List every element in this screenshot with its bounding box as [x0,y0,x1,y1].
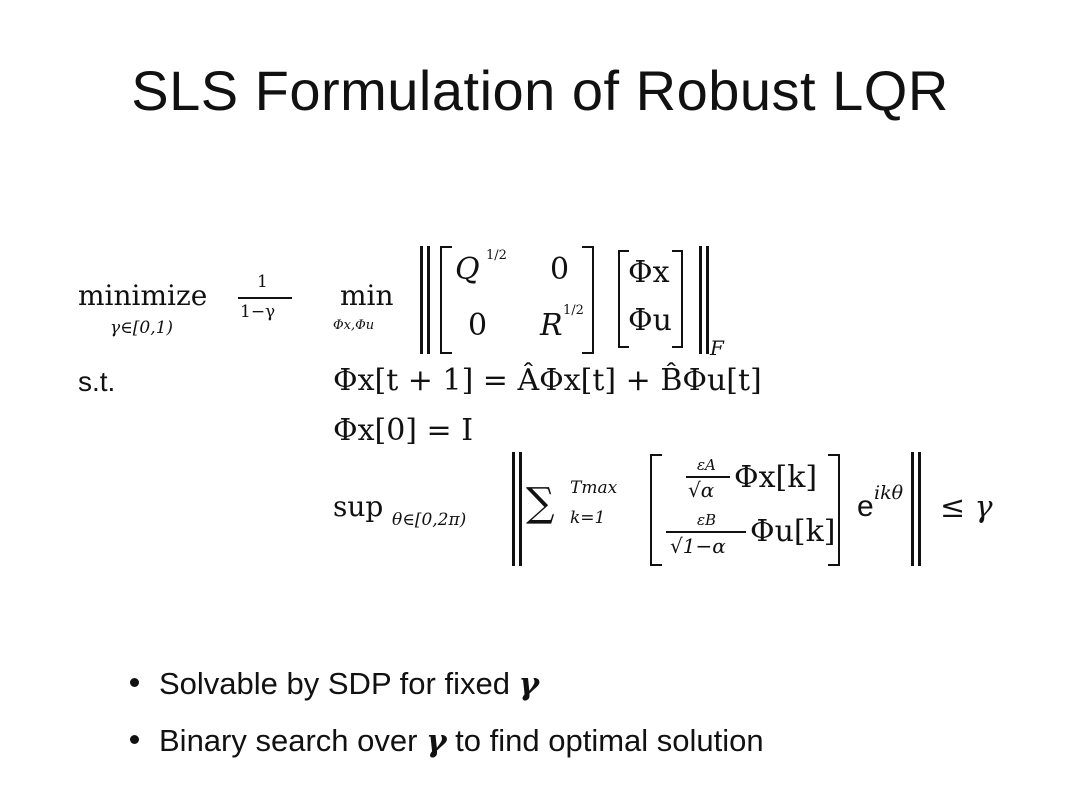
minimize-operator: minimize [78,279,208,312]
robust-norm-bar-right-2 [918,452,921,566]
robust-norm-bar-left-2 [519,452,522,566]
bullet-text: Binary search over [159,723,418,758]
matrix-bracket-right [582,246,594,354]
matrix-r: R [540,308,563,343]
bullet-gamma: γ [518,666,540,702]
matrix-r-exponent: 1/2 [563,303,584,318]
sup-subscript: θ∈[0,2π) [392,510,467,530]
vector-bracket-left [618,250,629,348]
min-operator: min [340,279,394,312]
bullet-icon [130,735,139,745]
sum-symbol: ∑ [526,480,555,526]
bullet-icon [130,678,139,688]
matrix-q: Q [455,252,480,287]
bullet-item: Solvable by SDP for fixed γ [130,666,539,702]
norm-bar-right-2 [706,246,709,354]
stack-bracket-right [828,454,840,566]
bullet-text-after: to find optimal solution [455,723,764,758]
bullet-gamma: γ [426,723,447,759]
robust-rhs: ≤ γ [940,490,993,525]
st-label: s.t. [78,366,116,397]
vector-phi-x: Φx [628,255,670,290]
constraint-initial: Φx[0] = I [333,413,474,448]
outer-fraction-line [238,297,292,299]
sum-lower-limit: k=1 [570,508,606,528]
eps-b-fraction-line [666,531,746,533]
matrix-q-exponent: 1/2 [486,248,507,263]
phi-u-k: Φu[k] [750,514,836,549]
eps-b-numerator: εB [697,511,717,529]
eps-a-denominator: √α [688,478,715,502]
exp-power: ikθ [874,482,904,504]
norm-bar-left-1 [420,246,423,354]
norm-bar-right-1 [699,246,702,354]
min-subscript: Φx,Φu [333,318,375,333]
vector-phi-u: Φu [628,303,672,338]
vector-bracket-right [672,250,683,348]
robust-norm-bar-left-1 [512,452,515,566]
exp-base: e [857,490,874,523]
matrix-zero-top: 0 [550,252,570,287]
norm-subscript: F [710,336,724,360]
matrix-bracket-left [440,246,452,354]
eps-a-numerator: εA [697,456,716,474]
stack-bracket-left [650,454,662,566]
sup-operator: sup [333,490,384,523]
eps-b-denominator: √1−α [670,534,726,558]
constraint-dynamics: Φx[t + 1] = ÂΦx[t] + B̂Φu[t] [333,363,762,398]
norm-bar-left-2 [427,246,430,354]
slide-title: SLS Formulation of Robust LQR [131,59,949,122]
outer-fraction-denominator: 1−γ [240,302,276,322]
sum-upper-limit: Tmax [570,478,618,498]
matrix-zero-bottom: 0 [468,308,488,343]
outer-fraction-numerator: 1 [257,272,268,292]
bullet-item: Binary search over γ to find optimal sol… [130,723,764,759]
minimize-subscript: γ∈[0,1) [110,318,174,338]
eps-a-fraction-line [686,476,730,478]
bullet-text: Solvable by SDP for fixed [159,666,510,701]
robust-norm-bar-right-1 [911,452,914,566]
phi-x-k: Φx[k] [734,460,818,495]
